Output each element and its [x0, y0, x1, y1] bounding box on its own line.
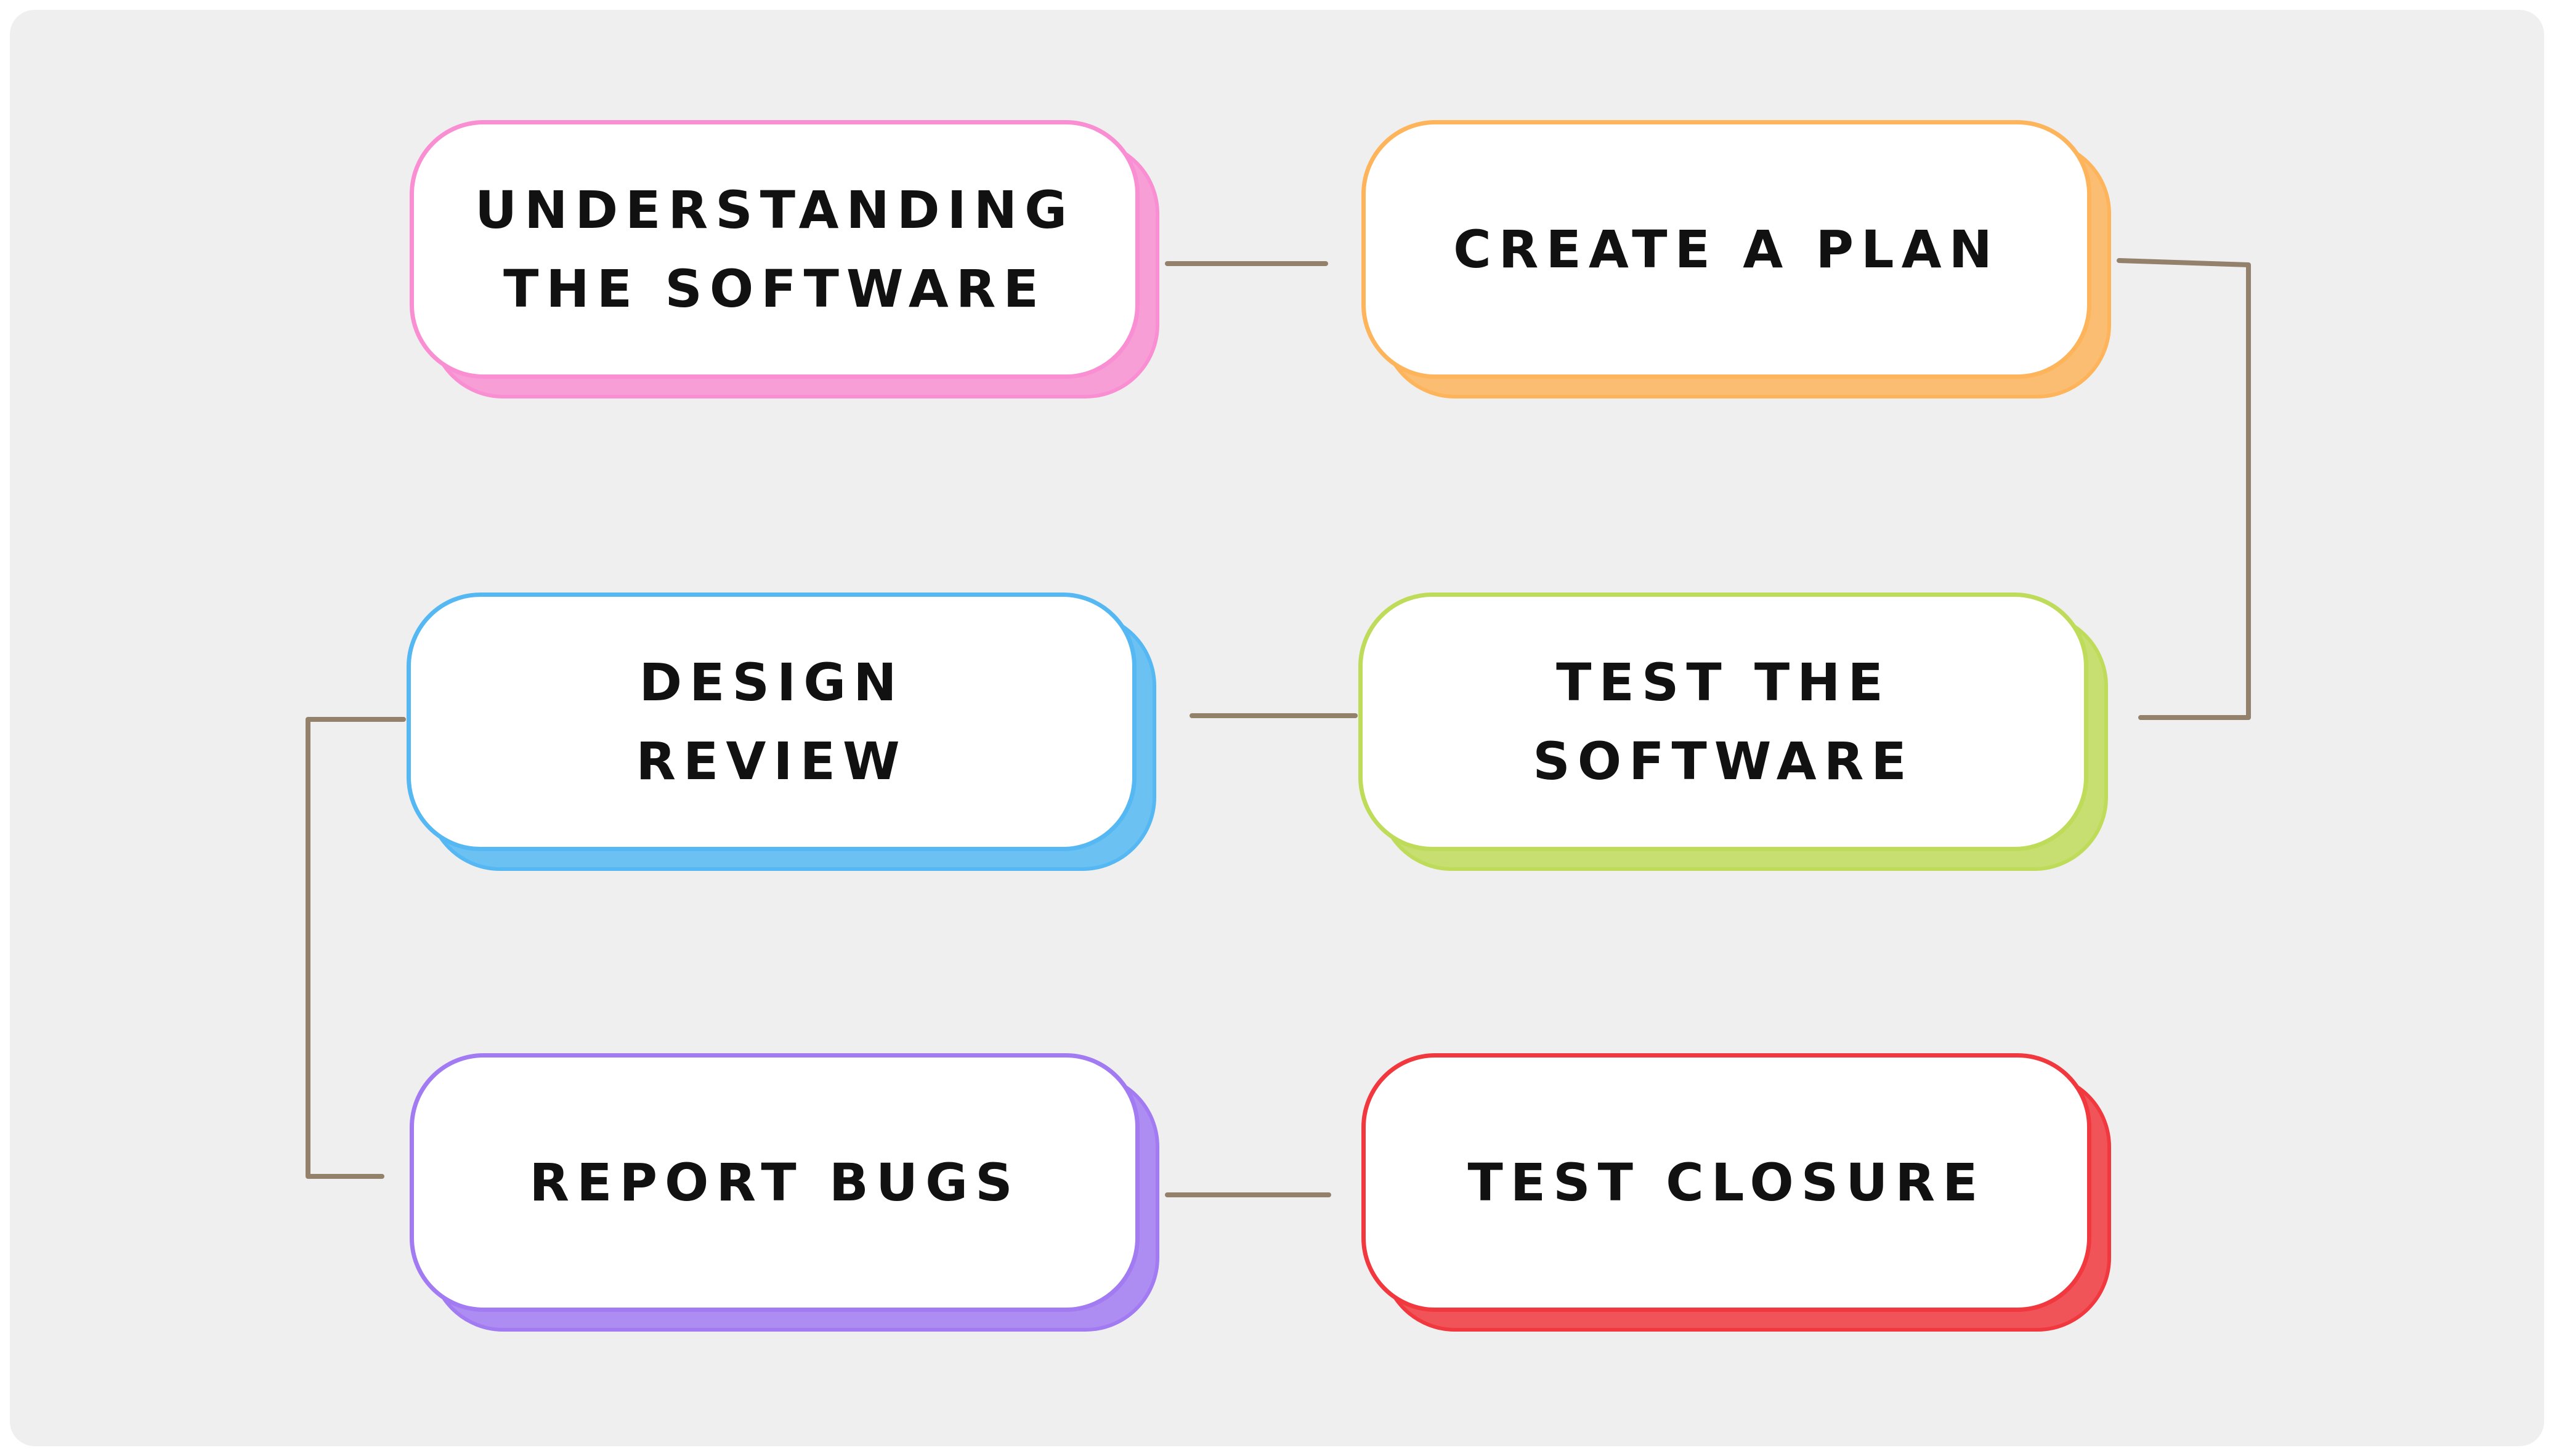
node-test-label: TEST THE SOFTWARE: [1533, 652, 1914, 791]
node-plan-card: CREATE A PLAN: [1361, 120, 2091, 379]
node-understanding-label: UNDERSTANDING THE SOFTWARE: [474, 180, 1075, 319]
node-plan-label: CREATE A PLAN: [1453, 219, 2000, 280]
node-review-card: DESIGN REVIEW: [407, 593, 1137, 851]
node-bugs-label: REPORT BUGS: [529, 1152, 1020, 1213]
node-review-label: DESIGN REVIEW: [636, 652, 907, 791]
node-bugs-card: REPORT BUGS: [410, 1053, 1140, 1312]
diagram-canvas: [10, 10, 2544, 1446]
node-test-card: TEST THE SOFTWARE: [1358, 593, 2088, 851]
node-understanding-card: UNDERSTANDING THE SOFTWARE: [410, 120, 1140, 379]
node-closure-card: TEST CLOSURE: [1361, 1053, 2091, 1312]
node-closure-label: TEST CLOSURE: [1467, 1152, 1985, 1213]
